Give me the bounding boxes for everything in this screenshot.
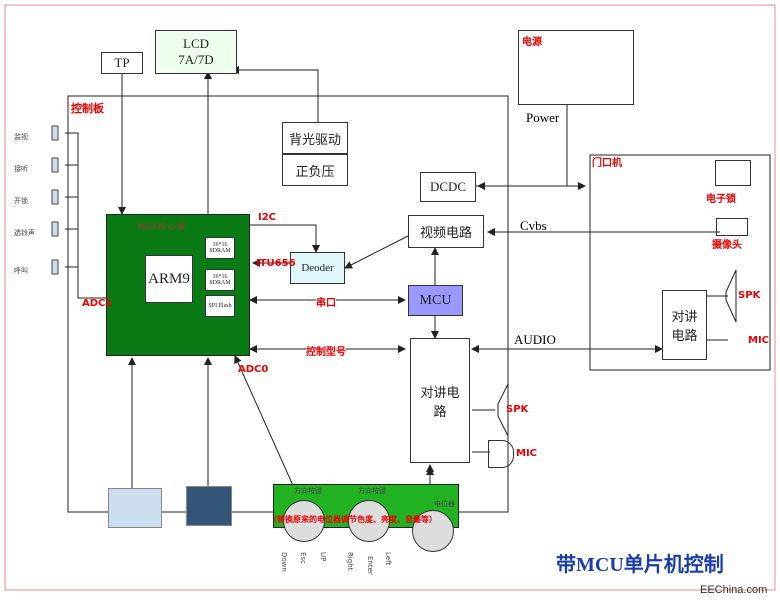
door-intercom-block: 对讲电路 [662,290,707,360]
mic-icon [488,440,514,468]
sdram1-label: 16*16 SDRAM [209,242,231,254]
diagram-title: 带MCU单片机控制 [556,554,724,576]
key-esc[interactable]: Esc [299,552,307,564]
dcdc-label: DCDC [429,179,467,194]
button-monitor[interactable]: 监视 [14,133,28,141]
dcdc-block: DCDC [420,172,476,202]
button-call[interactable]: 呼叫 [14,267,28,275]
mcu-label: MCU [419,292,452,308]
power-text: Power [526,110,560,125]
backlight-label: 背光驱动 [288,131,341,147]
decoder-label: Deoder [301,262,334,274]
direction-pad-1[interactable] [283,500,325,542]
camera-label: 摄像头 [712,240,742,251]
backlight-block: 背光驱动 [282,122,348,154]
posneg-label: 正负压 [295,163,335,179]
lcd-model: 7A/7D [178,52,214,67]
control-board-label: 控制板 [71,102,104,115]
door-spk-label: SPK [738,290,761,301]
watermark: EEChina.com [700,584,768,596]
key-left[interactable]: Left [384,552,392,566]
key-down[interactable]: Down [280,552,288,572]
intercom-label: 对讲电路 [420,384,460,419]
posneg-block: 正负压 [282,154,348,186]
key-right[interactable]: Right [346,552,354,571]
sdram2-block: 16*16 SDRAM [205,269,235,291]
button-unlock[interactable]: 开锁 [14,197,28,205]
arm9-block: ARM9 [145,255,193,303]
control-signal-label: 控制型号 [306,343,346,358]
button-ringtone[interactable]: 选铃声 [14,229,35,237]
spk-label: SPK [506,404,529,415]
itu656-label: ITU656 [256,258,296,269]
lock-icon [715,160,751,186]
lcd-label: LCD [183,36,209,51]
serial-label: 串口 [316,294,336,309]
video-label: 视频电路 [419,225,472,240]
usb-drive-icon [186,486,232,526]
sdram1-block: 16*16 SDRAM [205,237,235,259]
arm9-label: ARM9 [148,270,190,287]
core-board: MSM 核 心 板 ARM9 16*16 SDRAM 16*16 SDRAM S… [106,214,250,356]
door-unit-label: 门口机 [592,158,622,169]
camera-icon [716,218,748,236]
cvbs-label: Cvbs [520,218,547,233]
knob-label: 电位器 [434,500,455,508]
i2c-label: I2C [258,212,277,223]
key-enter[interactable]: Enter [366,556,374,575]
flash-label: SPI Flash [208,303,232,309]
mcu-block: MCU [408,285,463,316]
adc1-label: ADC1 [82,298,113,309]
button-answer[interactable]: 接听 [14,165,28,173]
adc0-label: ADC0 [238,364,269,375]
key-up[interactable]: UP [319,552,327,562]
video-circuit-block: 视频电路 [408,215,484,248]
power-block [518,30,634,105]
power-title: 电源 [522,37,542,48]
decoder-block: Deoder [290,252,345,284]
sdram2-label: 16*16 SDRAM [209,274,231,286]
flash-block: SPI Flash [205,295,235,317]
direction-pad-2[interactable] [348,500,390,542]
audio-label: AUDIO [514,332,556,347]
potentiometer-knob[interactable] [412,510,454,552]
sd-card-icon [108,488,162,528]
keypad-note: （替换原来的电位器调节色度、亮度、音量等） [269,515,437,524]
lock-label: 电子锁 [706,194,736,205]
door-mic-label: MIC [748,335,770,346]
door-intercom-label: 对讲电路 [671,309,698,343]
intercom-block: 对讲电路 [410,338,470,463]
keypad-group2-label: 方向按键 [358,487,386,495]
keypad-group1-label: 方向按键 [294,487,322,495]
core-label: MSM 核 心 板 [137,222,186,231]
mic-label: MIC [516,448,538,459]
tp-label: TP [114,55,130,70]
tp-block: TP [101,52,143,74]
